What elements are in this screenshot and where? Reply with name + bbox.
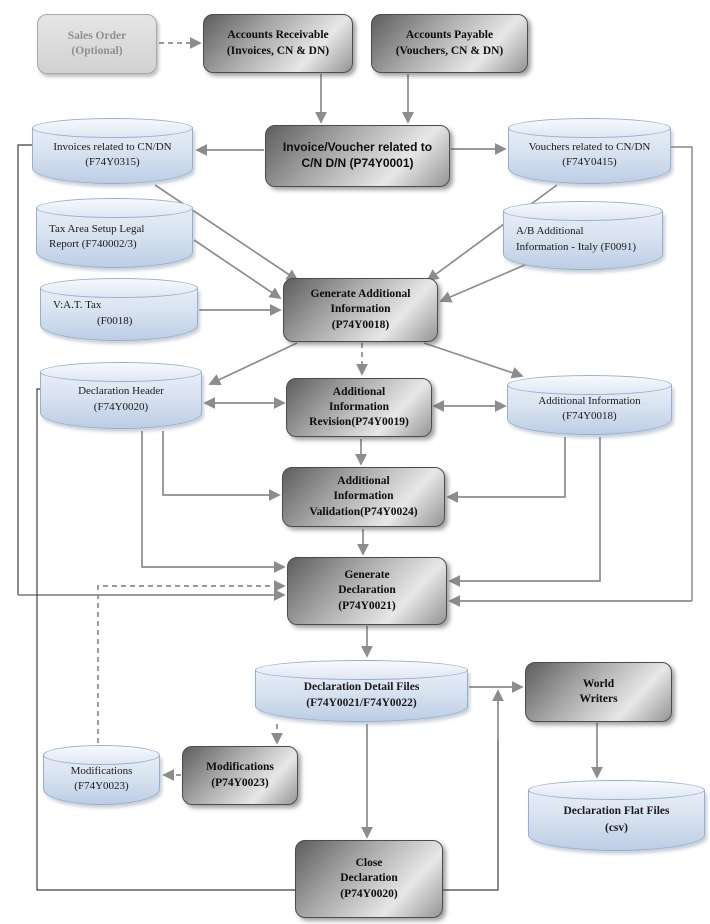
node-declaration-flat-files: Declaration Flat Files (csv) (528, 780, 705, 851)
edge-invoices-route-left (17, 144, 32, 595)
node-additional-information-revision: Additional Information Revision(P74Y0019… (286, 378, 432, 437)
node-vat-tax: V:A.T. Tax (F0018) (40, 278, 198, 341)
edge-ab-to-generate-additional (439, 263, 528, 303)
node-label-invoices-related-cn-dn: Invoices related to CN/DN (F74Y0315) (53, 140, 172, 168)
node-label-modifications-file: Modifications (F74Y0023) (70, 764, 133, 792)
node-label-additional-information-revision: Additional Information Revision(P74Y0019… (309, 385, 409, 429)
node-label-modifications-program: Modifications (P74Y0023) (206, 761, 274, 789)
edge-vouchers-to-generate-additional (426, 184, 558, 282)
node-close-declaration: Close Declaration (P74Y0020) (295, 840, 443, 918)
node-generate-additional-information: Generate Additional Information (P74Y001… (283, 278, 438, 342)
cylinder-top-ellipse (40, 278, 198, 298)
node-label-sales-order: Sales Order (Optional) (67, 29, 127, 57)
edge-declaration-header-to-validation (162, 431, 281, 501)
node-label-invoice-voucher-related: Invoice/Voucher related to C/N D/N (P74Y… (282, 140, 433, 170)
node-additional-information: Additional Information (F74Y0018) (507, 375, 672, 435)
node-accounts-receivable: Accounts Receivable (Invoices, CN & DN) (203, 14, 353, 73)
node-additional-information-validation: Additional Information Validation(P74Y00… (282, 467, 445, 527)
edge-invoices-to-generate-additional (154, 184, 299, 281)
node-label-tax-area-setup: Tax Area Setup Legal Report (F740002/3) (49, 222, 145, 250)
node-label-declaration-detail-files: Declaration Detail Files (F74Y0021/F74Y0… (303, 680, 420, 709)
node-world-writers: World Writers (525, 662, 672, 722)
node-label-declaration-header: Declaration Header (F74Y0020) (78, 385, 164, 413)
node-label-ab-additional-information: A/B Additional Information - Italy (F009… (516, 225, 637, 253)
node-tax-area-setup: Tax Area Setup Legal Report (F740002/3) (36, 198, 193, 268)
cylinder-top-ellipse (528, 780, 705, 800)
node-generate-declaration: Generate Declaration (P74Y0021) (287, 557, 447, 625)
cylinder-top-ellipse (503, 201, 663, 221)
cylinder-top-ellipse (43, 745, 160, 765)
node-accounts-payable: Accounts Payable (Vouchers, CN & DN) (371, 14, 528, 73)
node-label-generate-declaration: Generate Declaration (P74Y0021) (338, 569, 396, 612)
node-modifications-program: Modifications (P74Y0023) (182, 746, 298, 805)
node-label-vat-tax: V:A.T. Tax (F0018) (53, 299, 133, 327)
node-sales-order: Sales Order (Optional) (37, 14, 157, 74)
cylinder-body (36, 208, 193, 268)
node-label-additional-information-validation: Additional Information Validation(P74Y00… (309, 475, 418, 518)
node-modifications-file: Modifications (F74Y0023) (43, 745, 160, 805)
cylinder-top-ellipse (40, 362, 202, 382)
cylinder-top-ellipse (508, 118, 671, 138)
node-declaration-detail-files: Declaration Detail Files (F74Y0021/F74Y0… (255, 660, 468, 722)
node-label-generate-additional-information: Generate Additional Information (P74Y001… (310, 288, 411, 331)
node-label-world-writers: World Writers (579, 677, 618, 705)
cylinder-top-ellipse (32, 118, 193, 138)
edge-declaration-header-to-generate-declaration (141, 431, 286, 573)
edge-declaration-header-bottom-route (36, 388, 499, 891)
cylinder-top-ellipse (36, 198, 193, 218)
edge-additional-information-to-validation (446, 437, 566, 503)
node-label-vouchers-related-cn-dn: Vouchers related to CN/DN (F74Y0415) (528, 140, 651, 168)
node-vouchers-related-cn-dn: Vouchers related to CN/DN (F74Y0415) (508, 118, 671, 184)
node-label-additional-information: Additional Information (F74Y0018) (538, 394, 641, 422)
node-label-accounts-payable: Accounts Payable (Vouchers, CN & DN) (395, 29, 504, 57)
node-invoice-voucher-related: Invoice/Voucher related to C/N D/N (P74Y… (265, 125, 450, 187)
node-invoices-related-cn-dn: Invoices related to CN/DN (F74Y0315) (32, 118, 193, 184)
node-label-accounts-receivable: Accounts Receivable (Invoices, CN & DN) (226, 29, 330, 57)
node-declaration-header: Declaration Header (F74Y0020) (40, 362, 202, 429)
cylinder-top-ellipse (255, 660, 468, 680)
node-label-declaration-flat-files: Declaration Flat Files (csv) (563, 805, 670, 834)
node-ab-additional-information: A/B Additional Information - Italy (F009… (503, 201, 663, 270)
cylinder-body (528, 790, 705, 851)
cylinder-top-ellipse (507, 375, 672, 395)
edge-generate-additional-to-declaration-header (208, 342, 298, 386)
edge-vouchers-route-right (671, 146, 693, 601)
edge-modifications-file-to-generate-declaration (97, 580, 286, 743)
edge-additional-information-to-generate-declaration (448, 437, 601, 587)
edge-generate-additional-to-additional-information (423, 342, 524, 379)
node-label-close-declaration: Close Declaration (P74Y0020) (340, 857, 398, 900)
edge-tax-area-to-generate-additional (193, 239, 282, 299)
